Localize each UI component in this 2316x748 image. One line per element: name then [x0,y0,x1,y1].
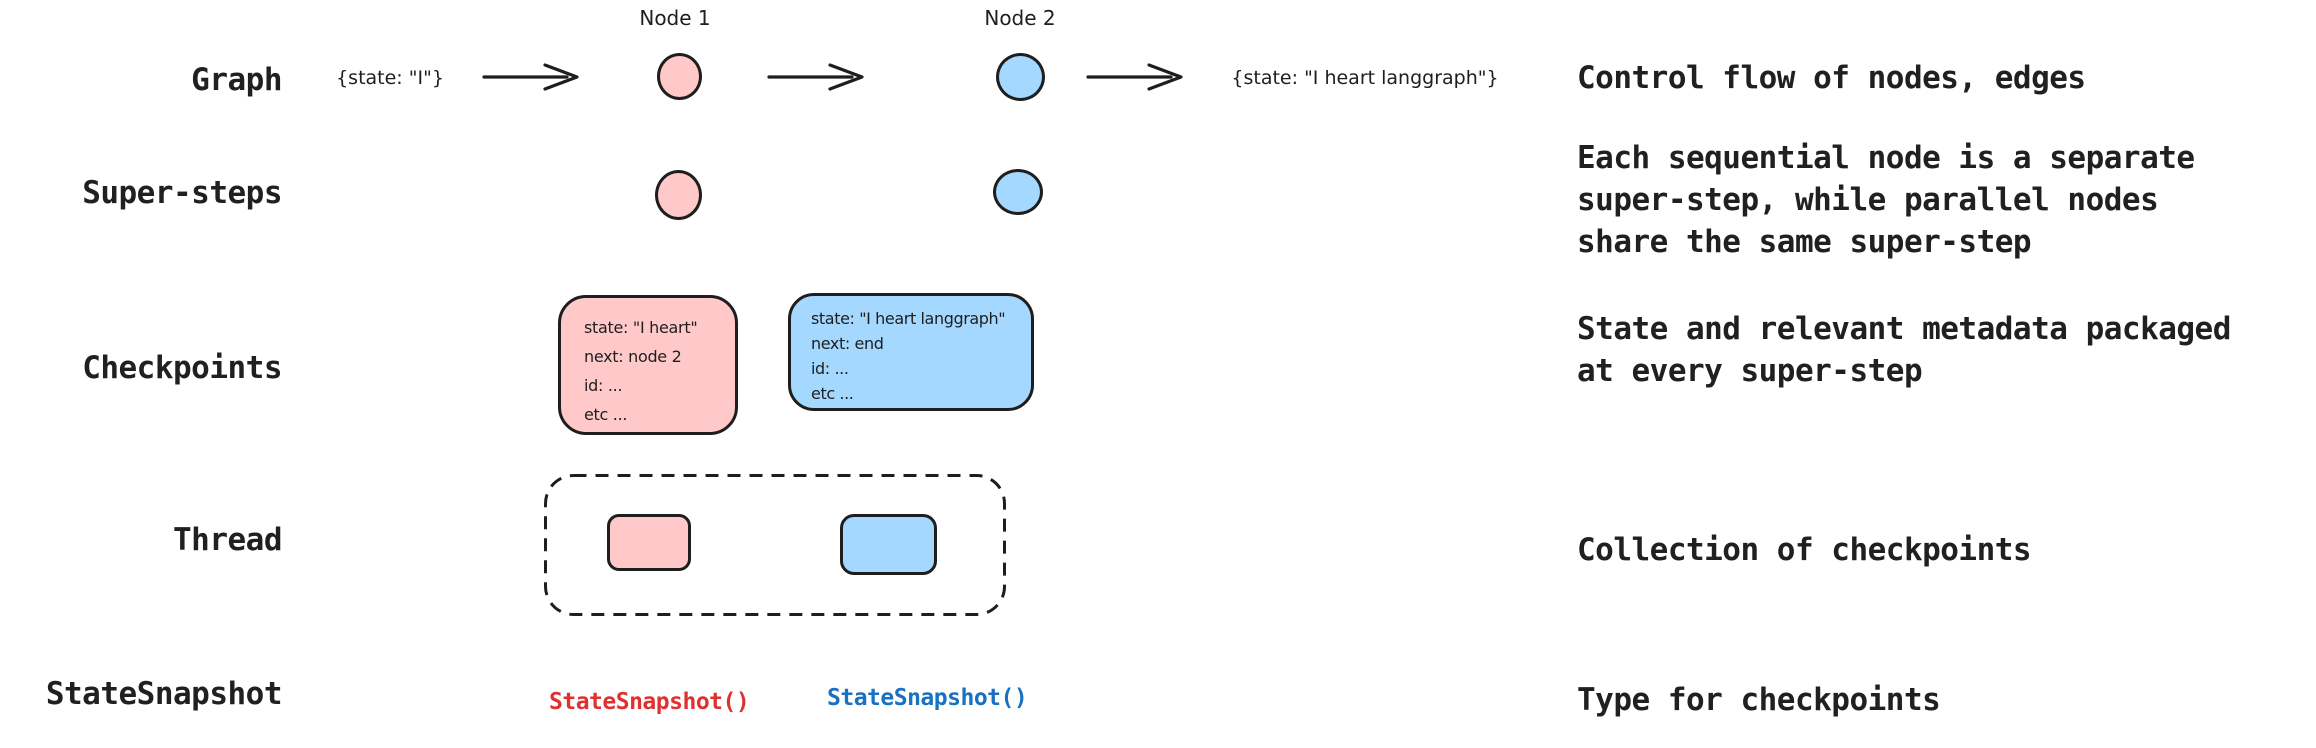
checkpoint1-line: etc ... [584,405,628,424]
node1-label: Node 1 [639,6,711,30]
arrow-right-icon [482,63,579,91]
desc-statesnapshot: Type for checkpoints [1577,682,1941,718]
checkpoint1-line: state: "I heart" [584,318,698,337]
node2-label: Node 2 [984,6,1056,30]
desc-super-steps: Each sequential node is a separate super… [1577,140,2195,260]
checkpoint2-line: state: "I heart langgraph" [811,309,1006,328]
row-label-super-steps: Super-steps [82,175,282,211]
row-label-thread: Thread [173,522,282,558]
checkpoint2-box: state: "I heart langgraph" next: end id:… [788,293,1034,411]
checkpoint2-line: id: ... [811,359,849,378]
desc-checkpoints: State and relevant metadata packaged at … [1577,311,2231,389]
desc-thread: Collection of checkpoints [1577,532,2032,568]
row-label-checkpoints: Checkpoints [82,350,282,386]
super-step2-circle [993,169,1043,215]
arrow-right-icon [767,63,864,91]
checkpoint2-line: etc ... [811,384,854,403]
input-state-annotation: {state: "I"} [336,67,444,89]
thread-checkpoint1-rect [607,514,691,571]
statesnapshot-call-pink: StateSnapshot() [549,689,750,715]
node2-circle [996,53,1045,101]
statesnapshot-call-blue: StateSnapshot() [827,685,1028,711]
desc-graph: Control flow of nodes, edges [1577,60,2086,96]
node1-circle [657,53,702,100]
checkpoint2-line: next: end [811,334,884,353]
checkpoint1-line: next: node 2 [584,347,682,366]
row-label-statesnapshot: StateSnapshot [45,676,283,712]
super-step1-circle [655,170,702,220]
checkpoint1-box: state: "I heart" next: node 2 id: ... et… [558,295,738,435]
checkpoint1-line: id: ... [584,376,623,395]
thread-dashed-boundary [544,474,1006,616]
thread-checkpoint2-rect [840,514,937,575]
row-label-graph: Graph [191,62,282,98]
arrow-right-icon [1086,63,1183,91]
output-state-annotation: {state: "I heart langgraph"} [1231,67,1499,89]
